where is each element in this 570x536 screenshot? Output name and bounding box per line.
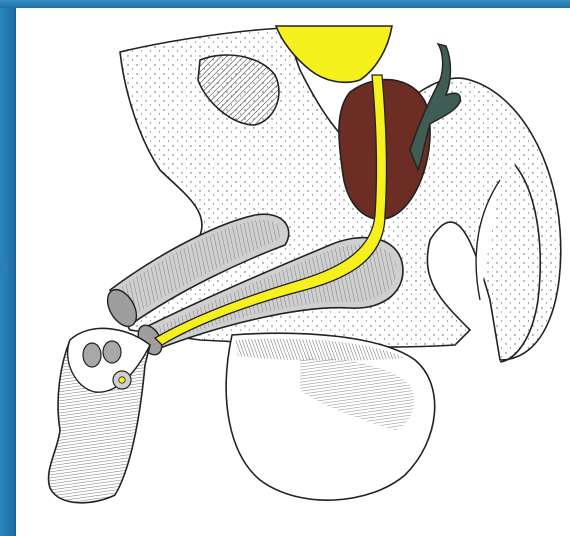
cross-section-cavernosum-right xyxy=(103,341,121,363)
cross-section-cavernosum-left xyxy=(83,343,101,367)
slide-canvas xyxy=(16,8,570,536)
anatomy-illustration xyxy=(16,8,570,536)
slide-top-bar xyxy=(0,0,570,8)
slide-nav-arrow-icon[interactable] xyxy=(0,258,10,276)
cross-section-urethra xyxy=(119,377,125,383)
